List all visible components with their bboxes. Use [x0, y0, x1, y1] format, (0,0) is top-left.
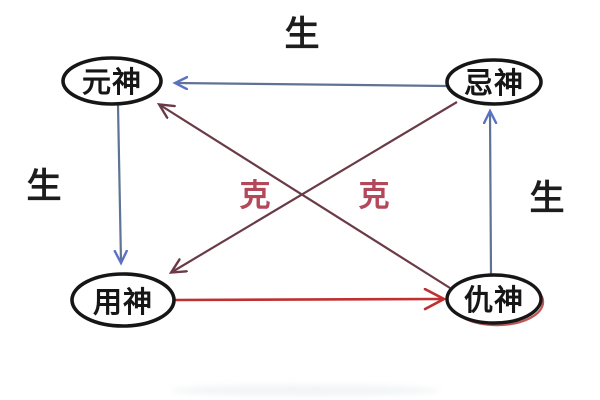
arrow-sheng-choushen-to-jishen — [490, 112, 491, 275]
sheng-label-right: 生 — [529, 178, 564, 219]
arrow-sheng-yuanshen-to-yongshen — [118, 104, 121, 262]
jishen-oval — [445, 58, 543, 106]
node-yuanshen: 元神 — [61, 56, 163, 106]
yuanshen-label: 元神 — [82, 65, 142, 99]
arrow-ke-choushen-to-yuanshen — [160, 105, 451, 289]
node-jishen: 忌神 — [445, 58, 543, 106]
sheng-label-top: 生 — [284, 14, 319, 55]
arrow-sheng-jishen-to-yuanshen — [176, 83, 448, 86]
yuanshen-oval — [61, 56, 163, 106]
bottom-faint-smudge — [170, 385, 440, 396]
jishen-label: 忌神 — [464, 66, 524, 100]
yongshen-label: 用神 — [93, 285, 153, 319]
yongshen-oval — [70, 272, 176, 328]
ke-label-right: 克 — [359, 178, 390, 214]
arrow-ke-jishen-to-yongshen — [172, 101, 458, 272]
choushen-label: 仇神 — [464, 283, 524, 317]
node-choushen: 仇神 — [445, 273, 545, 327]
node-yongshen: 用神 — [70, 272, 176, 328]
choushen-oval — [445, 273, 543, 325]
sheng-label-left: 生 — [26, 166, 61, 207]
arrow-ke-yongshen-to-choushen — [174, 299, 442, 300]
ke-label-left: 克 — [240, 178, 271, 214]
